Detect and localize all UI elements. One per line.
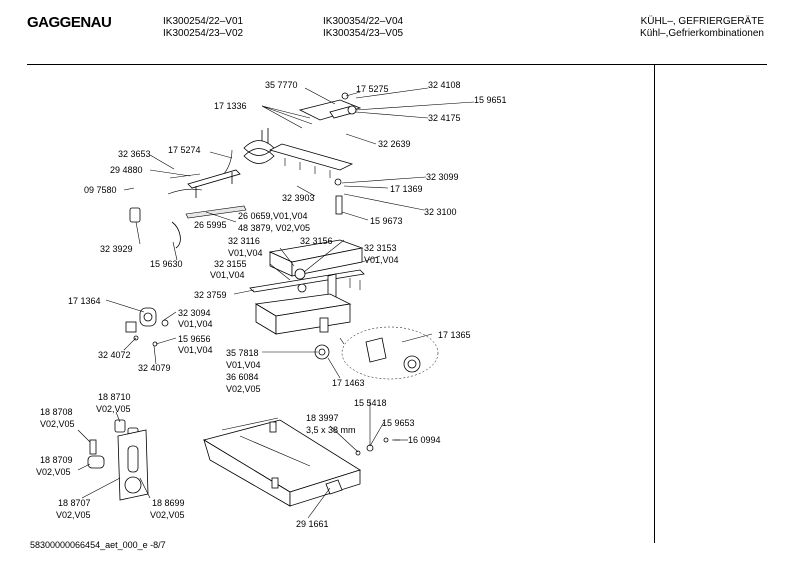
part-label: V02,V05 xyxy=(150,510,185,520)
part-label: 32 3116 xyxy=(228,236,260,246)
part-label: 15 5418 xyxy=(354,398,387,408)
part-label: 18 3997 xyxy=(306,413,339,423)
leader-lines xyxy=(77,87,475,519)
part-label: 29 4880 xyxy=(110,165,143,175)
part-label: 32 3094 xyxy=(178,308,211,318)
part-label: 32 3156 xyxy=(300,236,333,246)
part-label: 32 3653 xyxy=(118,149,151,159)
part-label: 15 9630 xyxy=(150,259,183,269)
part-label: 17 1365 xyxy=(438,330,471,340)
brand-logo: GAGGENAU xyxy=(27,14,112,31)
model-text: IK300254/23–V02 xyxy=(163,28,244,39)
part-label: 32 4108 xyxy=(428,80,461,90)
part-label: 17 1369 xyxy=(390,184,423,194)
part-label: 17 5274 xyxy=(168,145,201,155)
part-label: 18 8707 xyxy=(58,498,91,508)
part-label: 32 3929 xyxy=(100,244,133,254)
model-list-2: IK300354/22–V04 IK300354/23–V05 xyxy=(323,16,403,40)
part-label: 32 3903 xyxy=(282,193,315,203)
part-label: V01,V04 xyxy=(178,345,213,355)
category-text: Kühl–,Gefrierkombinationen xyxy=(640,28,764,39)
part-label: V01,V04 xyxy=(228,248,263,258)
part-label: 18 8708 xyxy=(40,407,73,417)
part-label: 32 3759 xyxy=(194,290,227,300)
part-label: 26 5995 xyxy=(194,220,227,230)
part-label: V02,V05 xyxy=(36,467,71,477)
part-label: 26 0659,V01,V04 xyxy=(238,211,308,221)
crisper-tray xyxy=(202,417,400,507)
part-label: 17 1463 xyxy=(332,378,365,388)
part-label: V01,V04 xyxy=(226,360,261,370)
part-label: 15 9653 xyxy=(382,418,415,428)
part-label: V02,V05 xyxy=(56,510,91,520)
part-number-labels: 35 7770 17 5275 32 4108 17 1336 15 9651 … xyxy=(36,80,507,529)
part-label: 48 3879, V02,V05 xyxy=(238,223,310,233)
part-label: 18 8710 xyxy=(98,392,131,402)
category-text: KÜHL–, GEFRIERGERÄTE xyxy=(640,16,764,27)
part-label: 17 5275 xyxy=(356,84,389,94)
part-label: 18 8699 xyxy=(152,498,185,508)
part-label: V02,V05 xyxy=(96,404,131,414)
part-label: 15 9673 xyxy=(370,216,403,226)
thermostat-left xyxy=(125,307,169,347)
part-label: 29 1661 xyxy=(296,519,329,529)
part-label: 18 8709 xyxy=(40,455,73,465)
part-label: 16 0994 xyxy=(408,435,441,445)
part-label: 32 3099 xyxy=(426,172,459,182)
part-label: 32 3155 xyxy=(214,259,247,269)
model-list-1: IK300254/22–V01 IK300254/23–V02 xyxy=(163,16,243,40)
part-label: 15 9651 xyxy=(474,95,507,105)
control-housing xyxy=(249,239,365,303)
model-text: IK300354/22–V04 xyxy=(323,16,404,27)
part-label: V01,V04 xyxy=(210,270,245,280)
model-text: IK300354/23–V05 xyxy=(323,28,404,39)
document-id: 58300000066454_aet_000_e -8/7 xyxy=(30,540,166,550)
left-bracket-parts xyxy=(129,169,247,249)
header-rule xyxy=(27,64,767,65)
knob-parts xyxy=(87,419,149,501)
part-label: 09 7580 xyxy=(84,185,117,195)
part-label: V02,V05 xyxy=(226,384,261,394)
part-label: 15 9656 xyxy=(178,334,211,344)
part-label: 32 3100 xyxy=(424,207,457,217)
part-label: 32 4079 xyxy=(138,363,171,373)
part-label: 32 4175 xyxy=(428,113,461,123)
part-label: 35 7770 xyxy=(265,80,298,90)
part-label: 35 7818 xyxy=(226,348,259,358)
part-label: 32 3153 xyxy=(364,243,397,253)
top-bracket-assembly xyxy=(221,92,362,215)
part-label: 36 6084 xyxy=(226,372,259,382)
part-label: 32 4072 xyxy=(98,350,131,360)
part-label: 17 1364 xyxy=(68,296,101,306)
part-label: V02,V05 xyxy=(40,419,75,429)
part-label: 17 1336 xyxy=(214,101,247,111)
part-label: V01,V04 xyxy=(364,255,399,265)
model-text: IK300254/22–V01 xyxy=(163,16,244,27)
lamp-housing xyxy=(254,293,352,360)
part-label: 32 2639 xyxy=(378,139,411,149)
column-rule xyxy=(654,65,655,543)
part-label: 3,5 x 38 mm xyxy=(306,425,356,435)
detail-circle xyxy=(341,326,439,380)
part-label: V01,V04 xyxy=(178,319,213,329)
product-category: KÜHL–, GEFRIERGERÄTE Kühl–,Gefrierkombin… xyxy=(634,16,764,40)
